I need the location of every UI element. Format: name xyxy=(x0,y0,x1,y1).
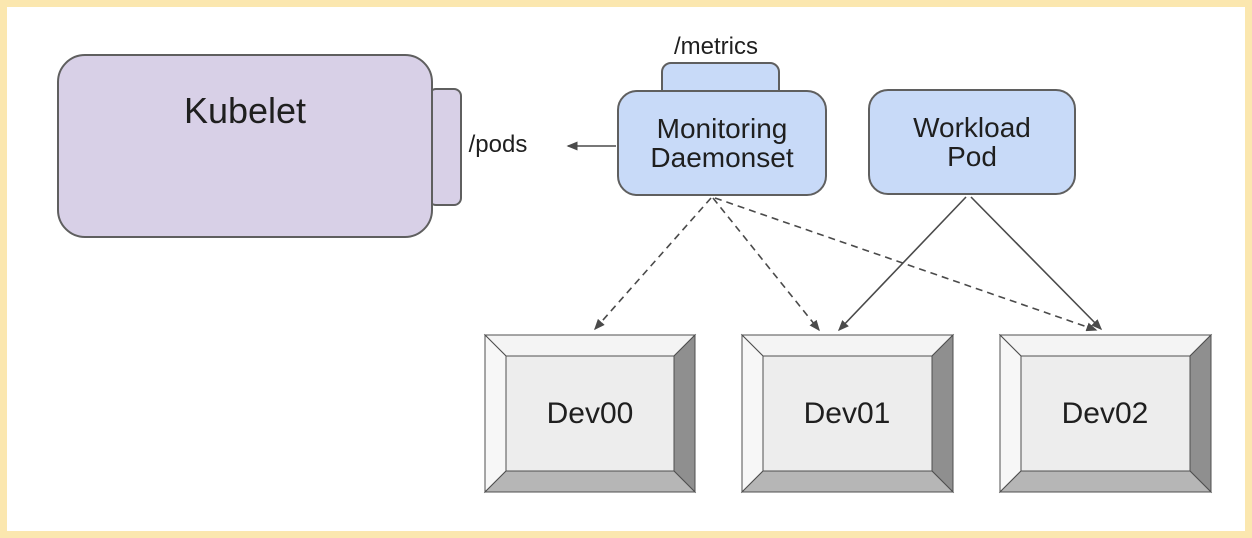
node-kubelet: Kubelet xyxy=(57,54,433,238)
device-keycap-dev01 xyxy=(740,333,955,494)
edge-daemonset-dev01 xyxy=(712,197,820,332)
node-monitoring-daemonset: Monitoring Daemonset xyxy=(617,90,827,196)
device-keycap-dev00 xyxy=(483,333,697,494)
edge-daemonset-dev00 xyxy=(594,197,712,331)
metrics-endpoint-label: /metrics xyxy=(674,33,758,60)
workload-label-line2: Pod xyxy=(947,141,997,172)
device-keycap-dev02 xyxy=(998,333,1213,494)
node-workload-pod: Workload Pod xyxy=(868,89,1076,195)
kubelet-label: Kubelet xyxy=(183,90,307,131)
device-label-dev01: Dev01 xyxy=(803,396,891,430)
daemonset-label-line1: Monitoring xyxy=(656,113,788,144)
daemonset-label-line2: Daemonset xyxy=(650,142,794,173)
device-label-dev02: Dev02 xyxy=(1061,396,1149,430)
edge-workload-dev02 xyxy=(970,196,1103,331)
edge-daemonset-dev02 xyxy=(714,197,1098,332)
edge-workload-dev01 xyxy=(837,196,967,332)
workload-label-line1: Workload xyxy=(913,112,1031,143)
pods-endpoint-label: /pods xyxy=(468,131,528,158)
device-label-dev00: Dev00 xyxy=(546,396,634,430)
